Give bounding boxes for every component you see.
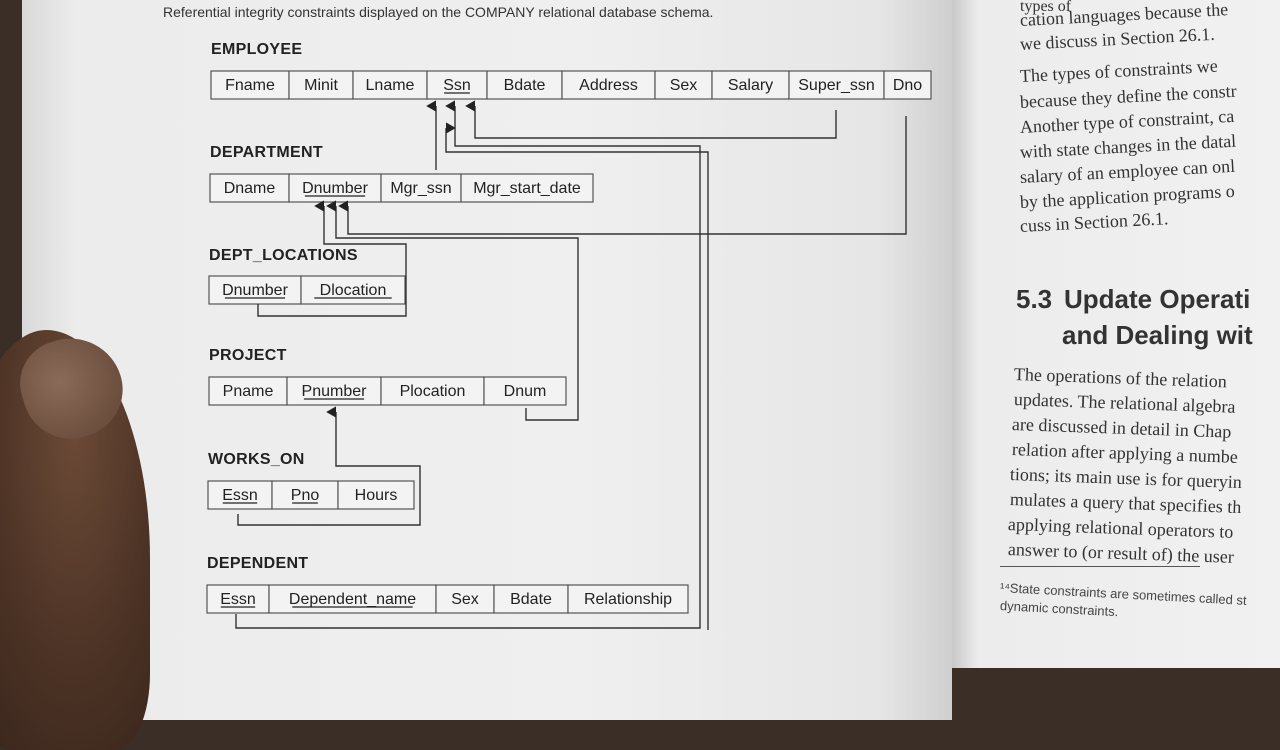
attribute-name: Dno	[893, 77, 922, 94]
attribute-name: Plocation	[400, 383, 466, 400]
attribute-cell	[426, 70, 488, 100]
attribute-name: Hours	[355, 487, 398, 504]
section-heading-number: 5.3	[1016, 284, 1053, 314]
attribute-cell	[208, 275, 302, 305]
fk-line-dnum	[326, 200, 579, 421]
relation-name-dependent: DEPENDENT	[207, 555, 309, 572]
attribute-name: Salary	[728, 77, 773, 94]
attribute-cell	[883, 70, 932, 100]
attribute-name: Pno	[291, 487, 320, 504]
attribute-cell	[352, 70, 428, 100]
attribute-name: Fname	[225, 77, 275, 94]
right-page-line: types of	[1020, 0, 1072, 15]
attribute-name: Dname	[224, 180, 276, 197]
section-heading-line: and Dealing wit	[1062, 320, 1253, 350]
attribute-name: Mgr_ssn	[390, 180, 451, 197]
attribute-cell	[208, 376, 288, 406]
fk-line-essn-to-ssn	[445, 122, 709, 630]
attribute-name: Lname	[366, 77, 415, 94]
attribute-cell	[210, 70, 290, 100]
attribute-name: Essn	[220, 591, 256, 608]
attribute-name: Dnum	[504, 383, 547, 400]
fk-line-dependent-essn	[235, 100, 701, 629]
attribute-cell	[206, 584, 270, 614]
right-book-page	[952, 0, 1280, 668]
attribute-name: Dnumber	[302, 180, 368, 197]
attribute-cell	[486, 70, 563, 100]
referential-integrity-lines	[235, 100, 907, 630]
attribute-cell	[288, 70, 354, 100]
attribute-name: Sex	[670, 77, 698, 94]
footnote-rule	[1000, 566, 1200, 567]
attribute-name: Sex	[451, 591, 479, 608]
fk-line-dno	[338, 116, 907, 235]
attribute-name: Dependent_name	[289, 591, 416, 608]
attribute-name: Mgr_start_date	[473, 180, 581, 197]
attribute-cell	[493, 584, 569, 614]
attribute-cell	[483, 376, 567, 406]
relation-name-works-on: WORKS_ON	[208, 451, 305, 468]
attribute-name: Essn	[222, 487, 258, 504]
fk-line-works-on-essn	[237, 406, 421, 526]
attribute-cell	[209, 173, 290, 203]
attribute-name: Dnumber	[222, 282, 288, 299]
fk-line-dept-locations-dnumber	[257, 200, 407, 317]
attribute-name: Ssn	[443, 77, 471, 94]
section-heading-line: Update Operati	[1064, 284, 1251, 314]
attribute-name: Address	[579, 77, 638, 94]
relation-name-department: DEPARTMENT	[210, 144, 323, 161]
attribute-name: Relationship	[584, 591, 672, 608]
attribute-name: Bdate	[504, 77, 546, 94]
attribute-name: Pnumber	[302, 383, 368, 400]
attribute-name: Minit	[304, 77, 338, 94]
attribute-name: Dlocation	[320, 282, 387, 299]
attribute-cell	[567, 584, 689, 614]
fk-line-super-ssn	[465, 100, 837, 139]
attribute-cell	[286, 376, 382, 406]
attribute-name: Bdate	[510, 591, 552, 608]
attribute-cell	[268, 584, 437, 614]
attribute-cell	[460, 173, 594, 203]
relation-name-employee: EMPLOYEE	[211, 41, 303, 58]
attribute-cell	[300, 275, 406, 305]
attribute-cell	[380, 376, 485, 406]
relation-name-project: PROJECT	[209, 347, 287, 364]
attribute-name: Pname	[223, 383, 274, 400]
relation-name-dept-locations: DEPT_LOCATIONS	[209, 247, 358, 264]
attribute-name: Super_ssn	[798, 77, 875, 94]
attribute-cell	[380, 173, 462, 203]
attribute-cell	[337, 480, 415, 510]
figure-caption: Referential integrity constraints displa…	[163, 4, 714, 20]
